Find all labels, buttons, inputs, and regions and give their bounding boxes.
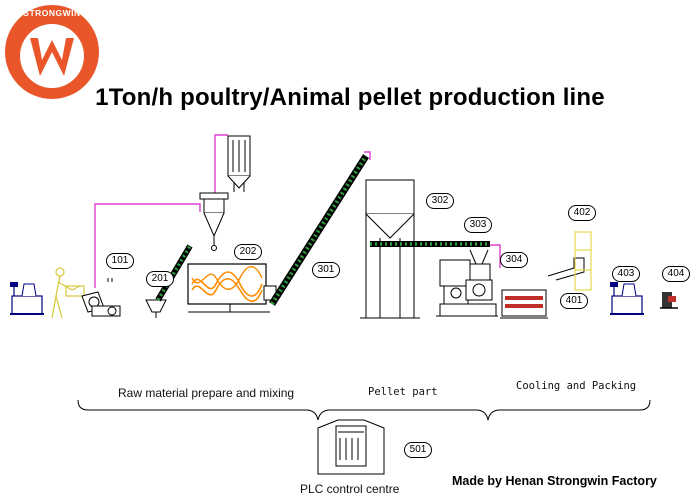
section-pellet: Pellet part xyxy=(368,386,438,398)
plc-label: PLC control centre xyxy=(300,482,400,496)
tag-402: 402 xyxy=(568,205,596,221)
section-raw-material: Raw material prepare and mixing xyxy=(118,386,295,400)
screw-conveyor-301 xyxy=(269,154,369,306)
section-brackets xyxy=(77,399,651,421)
tag-302: 302 xyxy=(426,193,454,209)
strongwin-logo xyxy=(5,5,99,99)
page-title: 1Ton/h poultry/Animal pellet production … xyxy=(95,84,605,111)
worker-figure xyxy=(51,267,85,319)
weighing-scale-left xyxy=(10,282,44,315)
feeding-hopper xyxy=(145,299,167,318)
tag-404: 404 xyxy=(662,266,690,282)
pellet-mill xyxy=(436,249,498,317)
tag-301: 301 xyxy=(312,262,340,278)
tag-401: 401 xyxy=(560,293,588,309)
cyclone xyxy=(199,192,229,251)
weighing-scale-right xyxy=(610,282,644,315)
logo-wordmark: STRONGWIN xyxy=(23,8,81,18)
tag-501: 501 xyxy=(404,442,432,458)
tag-304: 304 xyxy=(500,252,528,268)
tag-403: 403 xyxy=(612,266,640,282)
mixer xyxy=(187,263,277,313)
factory-credit: Made by Henan Strongwin Factory xyxy=(452,474,657,488)
tag-101: 101 xyxy=(106,253,134,269)
bag-sewing-machine xyxy=(660,292,678,309)
section-cooling-packing: Cooling and Packing xyxy=(516,380,637,392)
tag-202: 202 xyxy=(234,244,262,260)
tag-201: 201 xyxy=(146,271,174,287)
tag-303: 303 xyxy=(464,217,492,233)
dust-collector xyxy=(227,135,251,192)
screw-conveyor-201 xyxy=(155,244,193,302)
storage-silo xyxy=(360,179,420,319)
cooling-cyclone xyxy=(574,231,592,291)
hammer-mill xyxy=(81,278,121,317)
plc-cabinet xyxy=(317,419,385,475)
